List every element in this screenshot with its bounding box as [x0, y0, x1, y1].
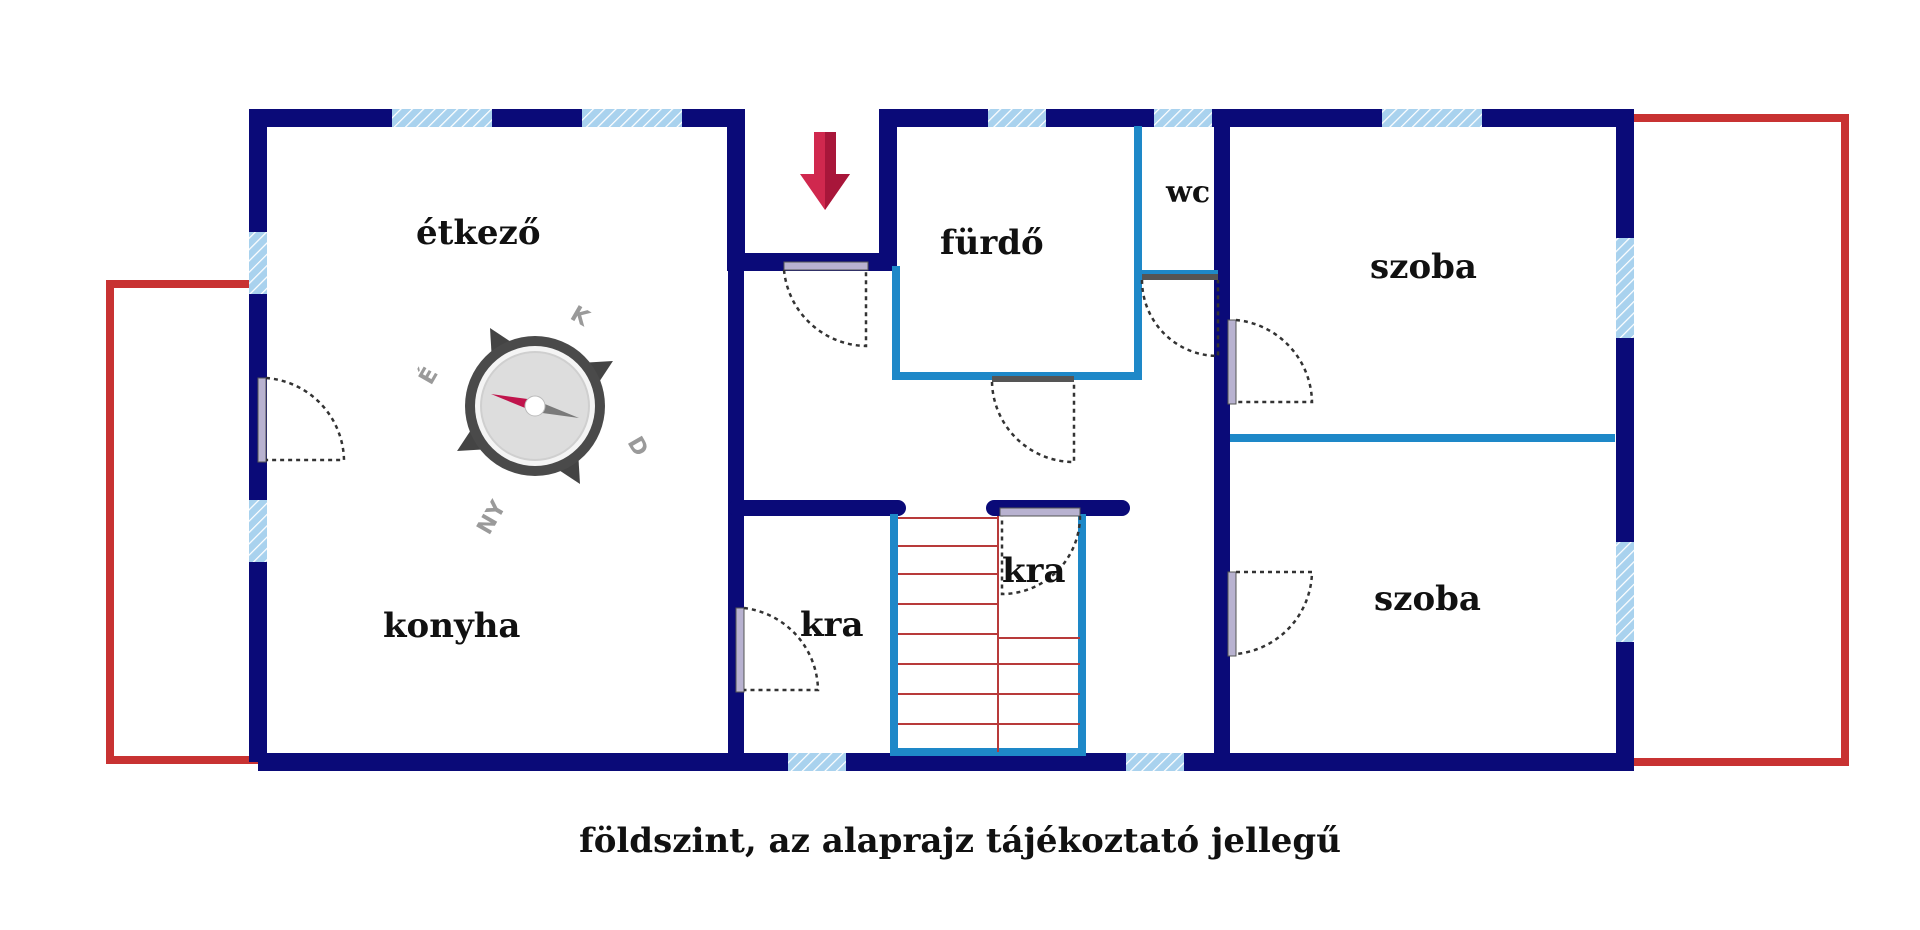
room-label-kra-right: kra — [1002, 551, 1066, 591]
door-szoba-top — [1227, 318, 1314, 405]
entrance-arrow-icon — [800, 132, 850, 210]
terrace-right — [1625, 114, 1849, 766]
room-label-konyha: konyha — [383, 606, 520, 646]
compass-icon: K É D NY — [414, 302, 653, 539]
window — [1382, 109, 1482, 127]
window — [1616, 542, 1634, 642]
windows — [249, 109, 1634, 771]
door-left-terrace — [257, 376, 346, 463]
room-label-furdo: fürdő — [940, 223, 1044, 263]
door-entrance — [782, 261, 869, 348]
window — [1154, 109, 1212, 127]
door-bathroom — [990, 376, 1076, 464]
room-label-szoba-bottom: szoba — [1374, 579, 1481, 619]
door-kra-right — [999, 507, 1082, 596]
room-label-wc: wc — [1165, 175, 1210, 210]
window — [392, 109, 492, 127]
window — [1616, 238, 1634, 338]
window — [788, 753, 846, 771]
compass-south-label: NY — [473, 496, 512, 539]
terrace-left — [106, 280, 258, 764]
window — [249, 232, 267, 294]
room-label-etkezo: étkező — [416, 213, 541, 253]
doors — [257, 261, 1314, 693]
door-kra-left — [735, 606, 820, 693]
staircase — [898, 516, 1080, 752]
plan-caption: földszint, az alaprajz tájékoztató jelle… — [579, 821, 1341, 861]
door-szoba-bottom — [1227, 570, 1314, 657]
compass-west-label: É — [414, 363, 444, 389]
door-wc — [1140, 274, 1220, 358]
wall-stairwell — [890, 514, 1086, 756]
window — [1126, 753, 1184, 771]
inner-walls — [890, 126, 1615, 756]
room-label-szoba-top: szoba — [1370, 247, 1477, 287]
window — [249, 500, 267, 562]
compass-east-label: D — [622, 433, 653, 461]
terraces — [106, 114, 1849, 766]
compass-north-label: K — [566, 302, 594, 333]
window — [582, 109, 682, 127]
window — [988, 109, 1046, 127]
room-label-kra-left: kra — [800, 605, 864, 645]
